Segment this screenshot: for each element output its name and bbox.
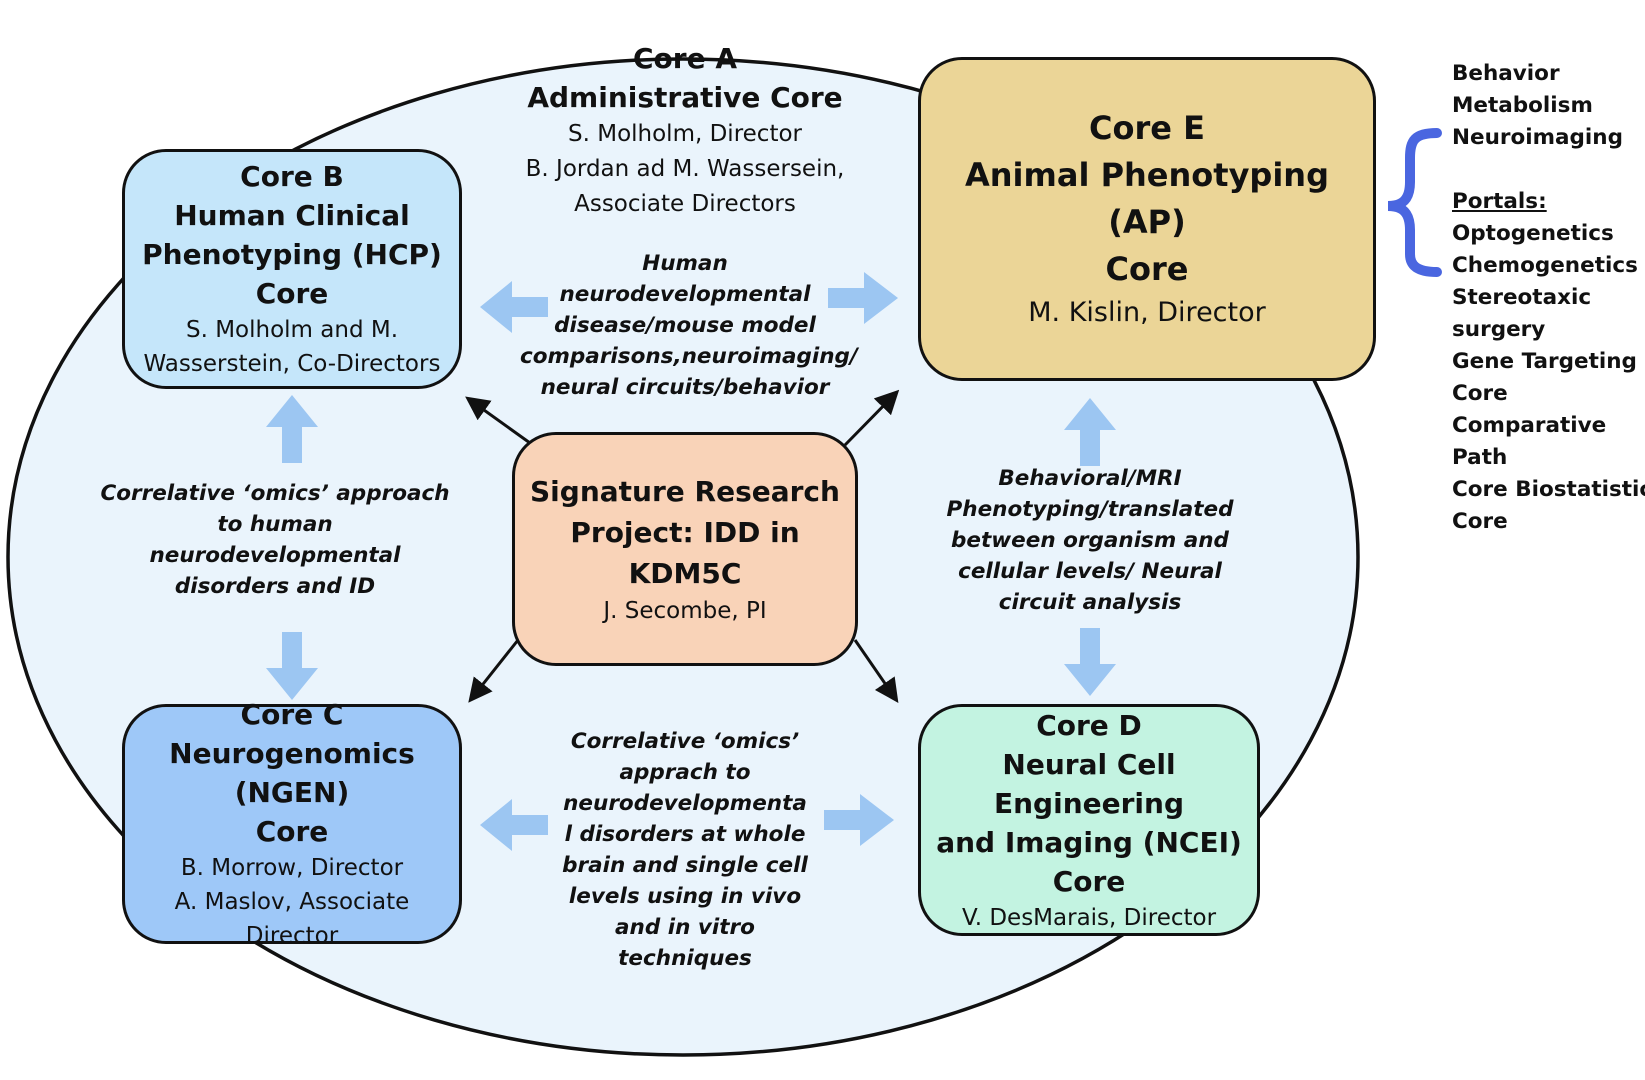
label-right-line: between organism and [951, 528, 1229, 553]
core-a-subtitle: Administrative Core [527, 81, 843, 114]
core-b-title: Core B [240, 160, 344, 193]
label-left-line: to human [217, 512, 333, 537]
label-bottom-line: levels using in vivo [568, 884, 802, 909]
arrow-diag-to-core-b [465, 396, 531, 445]
core-b-directors-line1: S. Molholm and M. [185, 317, 399, 343]
signature-title-line2: Project: IDD in KDM5C [570, 515, 800, 590]
label-right-line: circuit analysis [998, 590, 1182, 615]
label-top-line: disease/mouse model [554, 313, 816, 338]
side-portal-item: Comparative [1452, 413, 1607, 438]
core-d-box: Core D Neural Cell Engineering and Imagi… [918, 704, 1260, 936]
core-c-directors-line3: Director [245, 923, 339, 949]
core-d-title: Core D [1036, 708, 1142, 742]
core-e-name-line1: Animal Phenotyping (AP) [965, 156, 1329, 241]
side-portal-item: Stereotaxic [1452, 285, 1592, 310]
label-left: Correlative ‘omics’ approach to human ne… [95, 478, 455, 602]
arrow-to-core-b [480, 281, 548, 333]
arrow-down-to-core-d [1064, 628, 1116, 696]
label-bottom-line: l disorders at whole [564, 822, 806, 847]
core-a-associates-line2: Associate Directors [574, 191, 796, 217]
label-bottom-line: neurodevelopmenta [563, 791, 807, 816]
core-a-director: S. Molholm, Director [568, 121, 802, 147]
core-a-title: Core A [632, 42, 737, 75]
core-c-box: Core C Neurogenomics (NGEN) Core B. Morr… [122, 698, 462, 949]
label-bottom-line: apprach to [619, 760, 751, 785]
label-bottom-line: and in vitro [615, 915, 755, 940]
core-b-directors-line2: Wasserstein, Co-Directors [143, 351, 441, 377]
core-d-director: V. DesMarais, Director [961, 904, 1217, 931]
label-left-line: neurodevelopmental [149, 543, 401, 568]
arrow-down-to-core-c [266, 632, 318, 700]
core-c-name-line1: Neurogenomics (NGEN) [169, 737, 415, 809]
signature-title-line1: Signature Research [530, 474, 840, 508]
side-item-behavior: Behavior [1452, 61, 1560, 86]
label-top-line: neural circuits/behavior [540, 375, 830, 400]
label-right: Behavioral/MRI Phenotyping/translated be… [925, 463, 1255, 618]
thick-arrows [266, 272, 1116, 851]
thin-arrows [465, 389, 900, 703]
label-top-line: neurodevelopmental [559, 282, 811, 307]
label-bottom-line: Correlative ‘omics’ [570, 729, 800, 754]
label-right-line: cellular levels/ Neural [958, 559, 1222, 584]
label-top: Human neurodevelopmental disease/mouse m… [520, 248, 858, 403]
label-right-line: Phenotyping/translated [946, 497, 1234, 522]
core-b-name-line2: Phenotyping (HCP) [142, 238, 442, 271]
arrow-to-core-e [828, 272, 898, 324]
side-portal-item: Core Biostatistics [1452, 477, 1645, 502]
core-b-name-line1: Human Clinical [174, 199, 410, 232]
side-list: Behavior Metabolism Neuroimaging Portals… [1452, 58, 1645, 538]
core-a: Core A Administrative Core S. Molholm, D… [480, 39, 890, 222]
core-e-box: Core E Animal Phenotyping (AP) Core M. K… [918, 57, 1376, 381]
brace-icon [1387, 128, 1442, 277]
arrow-diag-to-core-d [853, 639, 899, 703]
side-portal-item: Core [1452, 381, 1508, 406]
arrow-up-to-core-e [1064, 398, 1116, 466]
core-d-name-line1: Neural Cell Engineering [994, 747, 1184, 820]
signature-pi: J. Secombe, PI [603, 597, 767, 624]
side-portal-item: Chemogenetics [1452, 253, 1638, 278]
arrow-diag-to-core-c [468, 639, 520, 703]
label-right-line: Behavioral/MRI [998, 466, 1182, 491]
side-item-neuroimaging: Neuroimaging [1452, 125, 1623, 150]
core-c-directors-line2: A. Maslov, Associate [174, 889, 410, 915]
core-a-associates-line1: B. Jordan ad M. Wassersein, [525, 156, 845, 182]
core-e-director: M. Kislin, Director [1028, 297, 1266, 328]
core-d-name-line2: and Imaging (NCEI) [936, 825, 1242, 859]
side-portal-item: Core [1452, 509, 1508, 534]
side-portal-item: Path [1452, 445, 1508, 470]
core-b-name-line3: Core [255, 277, 329, 310]
label-top-line: Human [642, 251, 728, 276]
arrow-up-to-core-b [266, 395, 318, 463]
label-left-line: disorders and ID [174, 574, 376, 599]
side-portal-item: surgery [1452, 317, 1546, 342]
core-b-box: Core B Human Clinical Phenotyping (HCP) … [122, 149, 462, 389]
arrow-to-core-d [824, 794, 894, 846]
core-c-name-line2: Core [255, 815, 329, 848]
side-item-metabolism: Metabolism [1452, 93, 1593, 118]
label-bottom: Correlative ‘omics’ apprach to neurodeve… [545, 726, 825, 974]
core-e-name-line2: Core [1105, 250, 1189, 288]
label-top-line: comparisons,neuroimaging/ [520, 344, 858, 369]
label-left-line: Correlative ‘omics’ approach [100, 481, 450, 506]
core-c-title: Core C [240, 698, 344, 731]
side-portals-heading: Portals: [1452, 189, 1547, 214]
arrow-diag-to-core-e [843, 389, 900, 447]
core-e-title: Core E [1089, 109, 1205, 147]
core-d-name-line3: Core [1052, 864, 1126, 898]
signature-project-box: Signature Research Project: IDD in KDM5C… [512, 432, 858, 666]
side-portal-item: Gene Targeting [1452, 349, 1637, 374]
core-c-directors-line1: B. Morrow, Director [180, 855, 404, 881]
label-bottom-line: brain and single cell [562, 853, 808, 878]
side-portal-item: Optogenetics [1452, 221, 1614, 246]
label-bottom-line: techniques [618, 946, 752, 971]
arrow-to-core-c [480, 799, 548, 851]
